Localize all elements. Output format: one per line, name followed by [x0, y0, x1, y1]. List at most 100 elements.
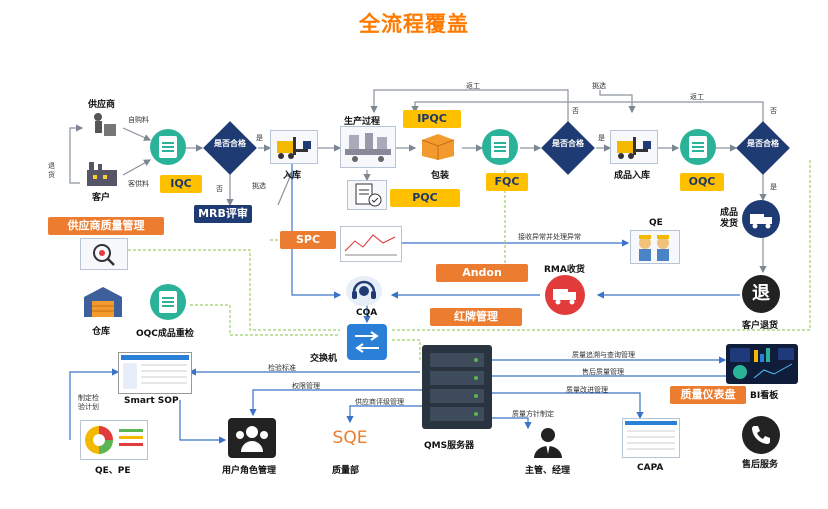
ipqc-tag: IPQC [403, 110, 461, 128]
qe-engineers-box [630, 230, 680, 264]
capa-screen-icon [625, 421, 677, 450]
finished-forklift-box [610, 130, 658, 164]
qms-label: QMS服务器 [424, 441, 475, 451]
pqc-doc-box [347, 180, 387, 210]
fqc-yes-label: 是 [598, 134, 605, 142]
improve-label: 质量改进管理 [566, 386, 608, 394]
manager-icon [528, 426, 568, 458]
iqc-yes-label: 是 [256, 134, 263, 142]
rma-label: RMA收货 [544, 265, 585, 275]
page-title: 全流程覆盖 [359, 12, 469, 36]
flow-return [69, 124, 84, 184]
switch-icon [347, 324, 387, 360]
supplier-qm-box [80, 238, 128, 270]
perm-mgmt-label: 权限管理 [292, 382, 320, 390]
inspect-std-label: 检验标准 [268, 364, 296, 372]
warehouse-label: 仓库 [92, 327, 111, 337]
return-label: 退货 [48, 162, 55, 179]
sqe-mark: SQE [332, 428, 368, 448]
flow-supplier-eval [346, 405, 430, 424]
customer-supplied-label: 客供料 [128, 180, 149, 188]
flow-improve [492, 392, 644, 420]
user-group-icon [228, 418, 276, 458]
smart-sop-screen [118, 352, 192, 394]
flow-mrb-storage [277, 170, 293, 206]
customer-return-label: 客户退货 [742, 321, 779, 331]
andon-tag: Andon [436, 264, 528, 282]
flow-perm [249, 389, 430, 417]
self-purchase-label: 自购料 [128, 116, 149, 124]
pick-label-2: 挑选 [592, 82, 606, 90]
customer-return-icon: 退 [742, 275, 780, 313]
fqc-icon [482, 129, 518, 165]
supplier-worker-icon [88, 112, 118, 140]
dash-oqc-switch [190, 304, 340, 336]
rma-truck-icon [545, 275, 585, 315]
supplier-qm-tag: 供应商质量管理 [48, 217, 164, 235]
switch-label: 交换机 [310, 354, 338, 364]
forklift-icon [277, 137, 311, 159]
pick-label: 挑选 [252, 182, 266, 190]
sop-screen-icon [121, 355, 189, 389]
production-box [340, 126, 396, 168]
forklift-box [270, 130, 318, 164]
iqc-decision-text: 是否合格 [214, 139, 246, 148]
quality-dashboard-tag: 质量仪表盘 [670, 386, 746, 404]
oqc-icon [680, 129, 716, 165]
phone-service-icon [742, 416, 780, 454]
package-icon [416, 130, 460, 162]
flow-supplier-iqc [122, 127, 152, 141]
oqc-no-label: 否 [770, 107, 777, 115]
iqc-icon [150, 129, 186, 165]
iqc-tag: IQC [160, 175, 202, 193]
after-sales-mgmt-label: 售后质量管理 [582, 368, 624, 376]
iqc-no-label: 否 [216, 185, 223, 193]
trace-label: 质量追溯与查询管理 [572, 351, 635, 359]
qe-pe-label: QE、PE [95, 466, 131, 476]
dash-switch-qms [392, 339, 421, 360]
oqc-recheck-label: OQC成品重检 [136, 329, 194, 339]
flow-oqc-rework [411, 101, 764, 125]
flow-spc-cqa [291, 160, 342, 299]
supplier-label: 供应商 [88, 100, 116, 110]
spc-chart-box [340, 226, 402, 262]
bi-board-icon [726, 344, 798, 384]
production-line-icon [345, 133, 391, 162]
mrb-tag: MRB评审 [194, 205, 252, 223]
after-sales-label: 售后服务 [742, 460, 779, 470]
checklist-icon [355, 183, 382, 207]
oqc-decision-text: 是否合格 [747, 139, 779, 148]
production-label: 生产过程 [344, 117, 381, 127]
flow-fqc-rework [370, 89, 569, 125]
cqa-headset-icon [346, 276, 382, 306]
smart-sop-label: Smart SOP [124, 396, 179, 406]
flow-user-sop [179, 400, 227, 444]
cqa-label: CQA [356, 308, 378, 318]
supplier-eval-label: 供应商评级管理 [355, 398, 404, 406]
flow-policy [490, 417, 532, 430]
qe-label: QE [649, 218, 663, 228]
qms-server-icon [422, 345, 492, 429]
flow-oqc-pick [599, 90, 636, 114]
spc-chart-icon [344, 234, 397, 256]
manager-label: 主管、经理 [525, 466, 571, 476]
warehouse-icon [82, 285, 124, 319]
oqc-tag: OQC [680, 173, 724, 191]
red-card-tag: 红牌管理 [430, 308, 522, 326]
dash-switch-right [392, 160, 811, 331]
pie-dashboard-icon [85, 426, 143, 454]
make-plan-label: 制定检验计划 [78, 394, 99, 411]
pack-label: 包装 [431, 171, 450, 181]
bi-label: BI看板 [750, 391, 779, 401]
capa-label: CAPA [637, 463, 664, 473]
truck-icon [742, 200, 780, 238]
fqc-tag: FQC [486, 173, 528, 191]
engineers-icon [639, 235, 669, 261]
customer-label: 客户 [92, 193, 111, 203]
flow-qepe-sop [69, 368, 120, 440]
dash-supplier-switch [108, 249, 340, 331]
storage-in-label: 入库 [283, 171, 302, 181]
quality-policy-label: 质量方针制定 [512, 410, 554, 418]
